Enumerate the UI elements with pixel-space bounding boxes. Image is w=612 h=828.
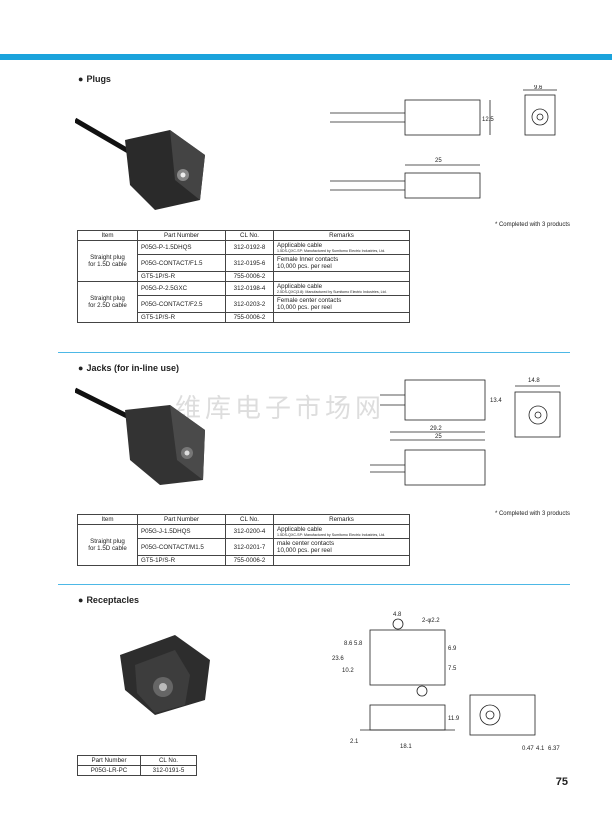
plug-photo	[75, 117, 205, 210]
part-number: P05G-CONTACT/F1.5	[137, 254, 226, 272]
header-bar	[0, 54, 612, 60]
cl-number: 755-0006-2	[225, 312, 274, 323]
dim-label: 7.5	[448, 666, 457, 672]
part-number: GT5-1P/S-R	[137, 271, 226, 282]
watermark: 维库电子市场网	[175, 394, 386, 424]
cl-number: 755-0006-2	[225, 271, 274, 282]
col-header: CL No.	[139, 755, 198, 766]
cl-number: 312-0200-4	[225, 524, 274, 539]
section-title-jacks: Jacks (for in-line use)	[78, 363, 179, 373]
dim-label: 2.1	[350, 739, 359, 745]
dim-label: 0.47	[522, 746, 534, 752]
cl-number: 312-0203-2	[225, 295, 274, 313]
cl-number: 312-0198-4	[225, 281, 274, 296]
note: * Completed with 3 products	[494, 222, 570, 228]
jack-drawing: 14.8 13.4 29.2 25	[370, 378, 561, 486]
dim-label: 13.4	[490, 398, 502, 404]
divider	[58, 584, 570, 585]
part-number: P05G-CONTACT/M1.5	[137, 538, 226, 556]
note: * Completed with 3 products	[494, 511, 570, 517]
dim-label: 12.5	[482, 117, 494, 123]
col-header: Item	[77, 230, 138, 241]
dim-label: 11.9	[448, 716, 460, 722]
divider	[58, 352, 570, 353]
dim-label: 10.2	[342, 668, 354, 674]
section-title-plugs: Plugs	[78, 74, 111, 84]
cl-number: 312-0191-5	[139, 765, 198, 776]
part-number: P05G-P-1.5DHQS	[137, 240, 226, 255]
dim-label: 23.6	[332, 656, 344, 662]
cl-number: 755-0006-2	[225, 555, 274, 566]
dim-label: 4.1	[536, 746, 545, 752]
dim-label: 25	[435, 158, 442, 164]
col-header: Remarks	[273, 514, 410, 525]
dim-label: 29.2	[430, 426, 442, 432]
part-number: P05G-P-2.5GXC	[137, 281, 226, 296]
part-number: GT5-1P/S-R	[137, 312, 226, 323]
dim-label: 5.8	[354, 641, 363, 647]
dim-label: 4.8	[393, 612, 402, 618]
jack-photo	[75, 387, 205, 485]
dim-label: 8.6	[344, 641, 353, 647]
col-header: Part Number	[137, 230, 226, 241]
col-header: Remarks	[273, 230, 410, 241]
dim-label: 9.6	[534, 85, 543, 91]
receptacle-drawing: 4.8 2-φ2.2 23.6 10.2 8.6 5.8 6.9 7.5 11.…	[332, 612, 560, 752]
part-number: P05G-LR-PC	[77, 765, 141, 776]
dim-label: 6.9	[448, 646, 457, 652]
dim-label: 6.37	[548, 746, 560, 752]
dim-label: 14.8	[528, 378, 540, 384]
col-header: Item	[77, 514, 138, 525]
col-header: Part Number	[77, 755, 141, 766]
dim-label: 18.1	[400, 744, 412, 750]
col-header: Part Number	[137, 514, 226, 525]
dim-label: 25	[435, 434, 442, 440]
part-number: GT5-1P/S-R	[137, 555, 226, 566]
part-number: P05G-CONTACT/F2.5	[137, 295, 226, 313]
section-title-receptacles: Receptacles	[78, 595, 139, 605]
plug-drawing: 9.6 12.5 25	[330, 85, 557, 199]
cl-number: 312-0195-6	[225, 254, 274, 272]
col-header: CL No.	[225, 514, 274, 525]
part-number: P05G-J-1.5DHQS	[137, 524, 226, 539]
col-header: CL No.	[225, 230, 274, 241]
page-number: 75	[555, 776, 568, 788]
cl-number: 312-0192-8	[225, 240, 274, 255]
receptacle-photo	[120, 635, 210, 715]
cl-number: 312-0201-7	[225, 538, 274, 556]
dim-label: 2-φ2.2	[422, 618, 440, 624]
